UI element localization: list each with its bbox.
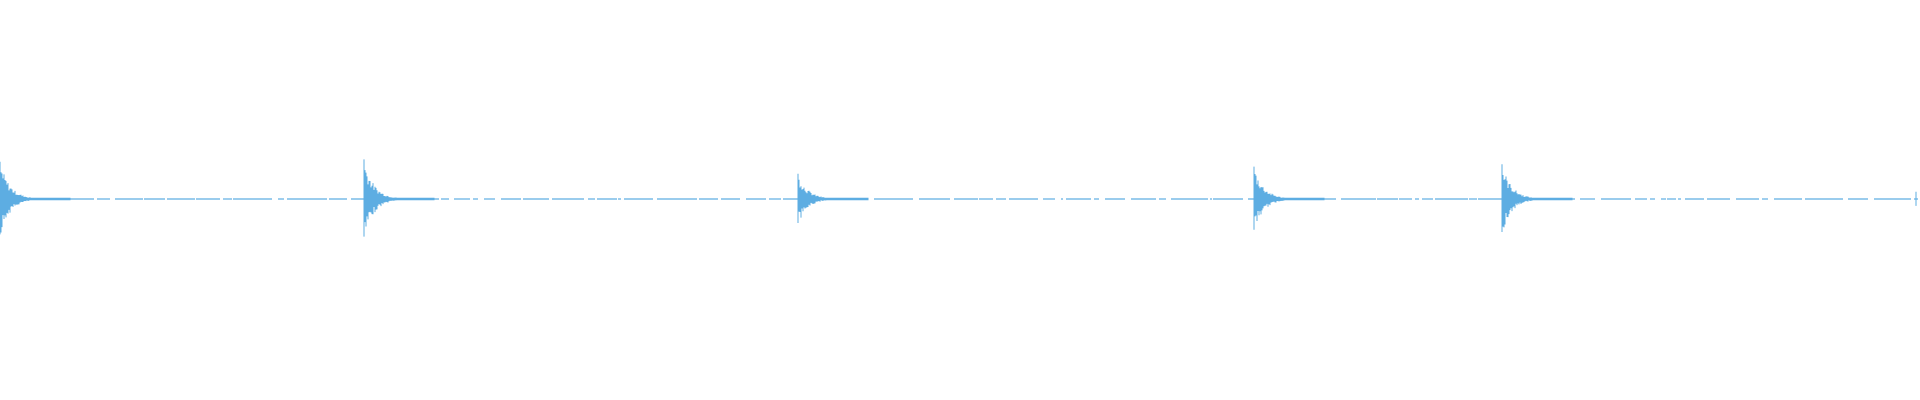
transient-hit (797, 173, 869, 223)
transient-hit (363, 159, 435, 237)
transient-hit (0, 161, 71, 235)
transient-hit (1253, 166, 1325, 230)
transient-hit (1501, 164, 1573, 233)
waveform-transients (0, 159, 1917, 237)
